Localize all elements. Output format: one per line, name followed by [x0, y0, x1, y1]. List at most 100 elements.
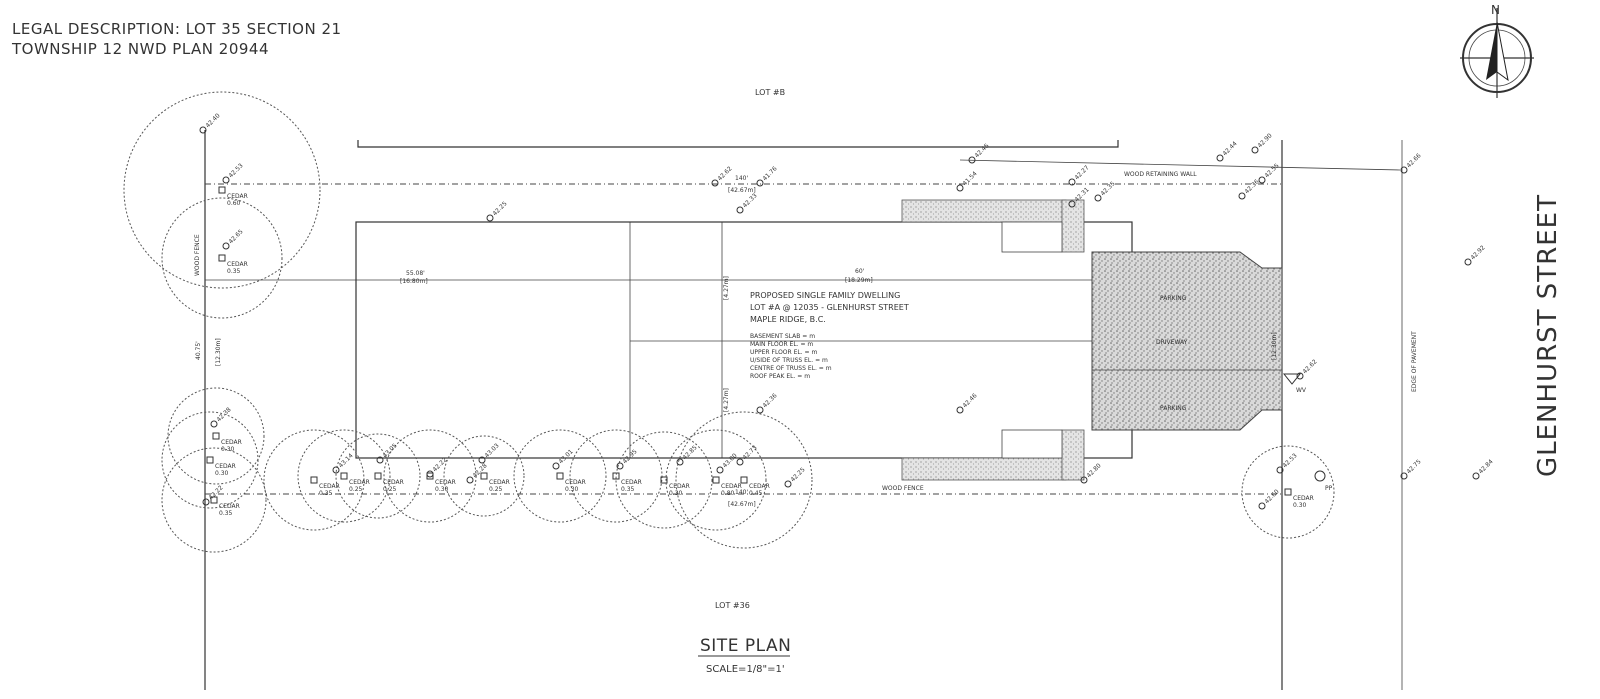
elevation-marker-icon [478, 456, 486, 464]
tree-trunk-icon [712, 476, 720, 484]
elevation-marker-icon [1400, 166, 1408, 174]
spot-elevation: 42.84 [1472, 458, 1495, 480]
elevation-value: 43.03 [483, 442, 500, 459]
tree-species-label: CEDAR [489, 479, 510, 486]
dwelling-title-2: LOT #A @ 12035 - GLENHURST STREET [750, 303, 909, 312]
tree-species-label: CEDAR [227, 261, 248, 268]
tree-species-label: CEDAR [435, 479, 456, 486]
elevation-marker-icon [1400, 472, 1408, 480]
tree-trunk-icon [212, 432, 220, 440]
tree-species-label: CEDAR [219, 503, 240, 510]
edge-of-pavement-label: EDGE OF PAVEMENT [1411, 331, 1418, 392]
elevation-marker-icon [784, 480, 792, 488]
north-arrow-icon: N [1460, 3, 1534, 98]
tree-trunk-icon [556, 472, 564, 480]
elevation-value: 42.44 [1221, 140, 1238, 157]
garage-step-top [1001, 221, 1063, 253]
tree-trunk-icon [660, 476, 668, 484]
elevation-value: 42.75 [1405, 458, 1422, 475]
tree-trunk-icon [340, 472, 348, 480]
spot-elevation: 43.00 [716, 452, 739, 474]
tree-trunk-icon [218, 186, 226, 194]
dwelling-title-1: PROPOSED SINGLE FAMILY DWELLING [750, 291, 900, 300]
elevation-marker-icon [968, 156, 976, 164]
elevation-marker-icon [1094, 194, 1102, 202]
tree-species-label: CEDAR [319, 483, 340, 490]
elevation-marker-icon [756, 179, 764, 187]
elevation-value: 42.95 [621, 448, 638, 465]
tree-canopy [335, 433, 421, 519]
elevation-value: 42.85 [681, 444, 698, 461]
dim-inner-mid: 60' [855, 268, 865, 275]
spot-elevation: 41.76 [756, 165, 779, 187]
street-label: GLENHURST STREET [1533, 194, 1563, 477]
legal-line-1: LEGAL DESCRIPTION: LOT 35 SECTION 21 [12, 20, 342, 38]
elevation-value: 42.65 [227, 228, 244, 245]
trees-layer: CEDAR0.60CEDAR0.35CEDAR0.30CEDAR0.30CEDA… [123, 91, 1335, 553]
elevation-marker-icon [711, 179, 719, 187]
elevation-marker-icon [616, 462, 624, 470]
site-plan-scale: SCALE=1/8"=1' [706, 664, 785, 675]
dim-top-m: [42.67m] [728, 187, 756, 194]
tree-canopy [297, 429, 391, 523]
spot-elevation: 43.05 [376, 442, 399, 464]
spot-elevation: 42.22 [426, 456, 449, 478]
elevation-note: MAIN FLOOR EL. = m [750, 341, 813, 348]
gravel-strip-left-top [1061, 199, 1085, 253]
elevation-marker-icon [1216, 154, 1224, 162]
elevation-marker-icon [1068, 200, 1076, 208]
elevation-marker-icon [210, 420, 218, 428]
spot-elevation: 42.65 [222, 228, 245, 250]
spot-elevation: 42.33 [736, 192, 759, 214]
spot-elevation: 43.03 [478, 442, 501, 464]
tree-canopy [513, 429, 607, 523]
pp-label: PP [1325, 485, 1333, 492]
elevation-value: 42.45 [973, 142, 990, 159]
spot-elevation: 42.22 [202, 484, 225, 506]
elevation-marker-icon [1068, 178, 1076, 186]
dim-left-m: [12.30m] [215, 338, 222, 366]
spot-elevation: 42.62 [1296, 358, 1319, 380]
lot-north-label: LOT #B [755, 88, 785, 97]
wood-fence-label: WOOD FENCE [882, 485, 924, 492]
tree-species-label: CEDAR [621, 479, 642, 486]
dim-inner-v2: [4.27m] [723, 388, 730, 412]
dim-bottom-ft: 140' [735, 489, 748, 496]
water-valve-icon [1282, 373, 1302, 385]
tree-trunk-icon [1284, 488, 1292, 496]
driveway-label: DRIVEWAY [1156, 339, 1188, 346]
spot-elevation: 42.27 [1068, 164, 1091, 186]
tree-size-label: 0.30 [565, 486, 579, 493]
elevation-value: 42.22 [207, 484, 224, 501]
elevation-note: BASEMENT SLAB = m [750, 333, 815, 340]
tree-size-label: 0.30 [669, 490, 683, 497]
tree-size-label: 0.35 [219, 510, 233, 517]
elevation-marker-icon [1296, 372, 1304, 380]
elevation-value: 42.53 [1281, 452, 1298, 469]
elevation-marker-icon [222, 176, 230, 184]
elevation-value: 42.25 [789, 466, 806, 483]
tree-canopy [123, 91, 321, 289]
elevation-marker-icon [376, 456, 384, 464]
elevation-marker-icon [716, 466, 724, 474]
elevation-marker-icon [332, 466, 340, 474]
wood-retaining-wall-label: WOOD RETAINING WALL [1124, 171, 1197, 178]
parking-top-label: PARKING [1160, 295, 1187, 302]
spot-elevation: 42.36 [756, 392, 779, 414]
tree-size-label: 0.25 [349, 486, 363, 493]
elevation-marker-icon [1472, 472, 1480, 480]
tree-trunk-icon [426, 472, 434, 480]
elevation-marker-icon [199, 126, 207, 134]
tree-size-label: 0.35 [319, 490, 333, 497]
spot-elevation: 42.60 [1258, 488, 1281, 510]
dim-top-ft: 140' [735, 175, 748, 182]
tree-canopy [383, 429, 477, 523]
elevation-value: 42.80 [1085, 462, 1102, 479]
elevation-value: 42.53 [227, 162, 244, 179]
site-plan-title: SITE PLAN [700, 636, 791, 656]
tree-size-label: 0.30 [1293, 502, 1307, 509]
tree-trunk-icon [210, 496, 218, 504]
elevation-value: 43.05 [381, 442, 398, 459]
elevation-value: 42.73 [741, 444, 758, 461]
tree-trunk-icon [740, 476, 748, 484]
